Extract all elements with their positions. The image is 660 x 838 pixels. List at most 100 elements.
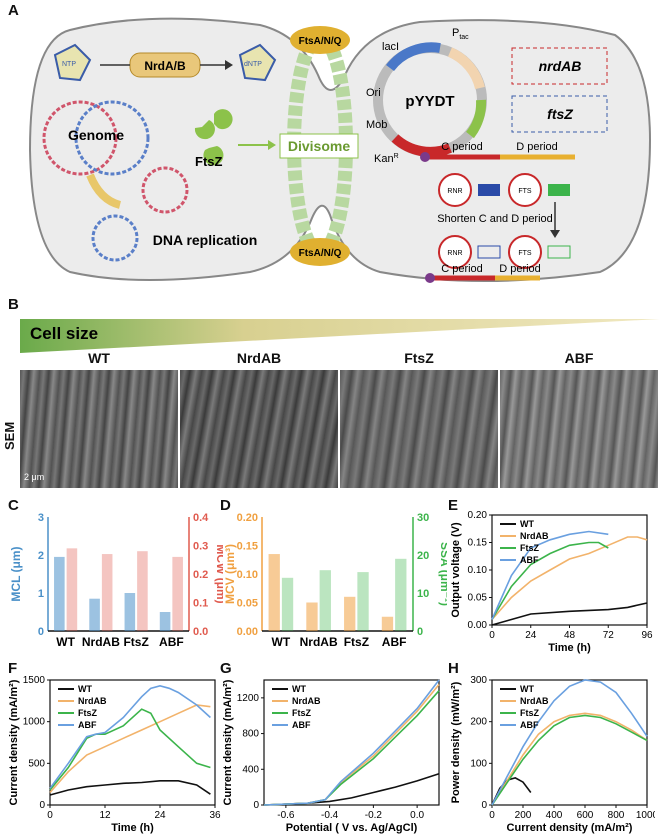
dntp-label: dNTP [244,61,262,68]
bar-mcw-nrdab [101,554,113,631]
panel-letter-c: C [8,497,19,514]
bar-mcl-nrdab [89,598,100,631]
series-line-ftsz [49,708,211,791]
legend-label-nrdab: NrdAB [292,696,321,706]
genome-label: Genome [68,127,124,143]
divisome-label-box [279,133,359,159]
rnr-battery [478,184,500,196]
y-label-right: MCW (μm) [214,544,223,603]
bar-ssa-wt [281,577,294,631]
x-tick-label: 24 [154,810,166,821]
legend-label-nrdab: NrdAB [78,696,107,706]
y-tick-label: 1500 [23,675,46,686]
divisome-label: Divisome [288,138,350,154]
ftsz-label: FtsZ [195,154,223,169]
legend-label-ftsz: FtsZ [520,708,540,718]
x-tick-label: -0.4 [321,810,339,821]
legend-label-abf: ABF [78,720,97,730]
panel-letter-e: E [448,497,459,514]
period-start-dot-2 [425,273,435,283]
bar-ssa-abf [395,558,407,631]
laci-label: lacI [382,41,399,53]
ntp-molecule [53,43,92,82]
mob-label: Mob [366,119,387,131]
fts-battery [548,184,570,196]
gene2-box [511,95,608,133]
panel-letter-a: A [8,2,19,19]
y-tick-left: 2 [38,550,44,562]
x-tick-label: 96 [641,630,653,641]
y-tick-label: 0.10 [468,565,488,576]
legend-label-wt: WT [78,684,92,694]
y-axis-label: Output voltage (V) [450,522,462,618]
sem-side-label: SEM [2,421,17,450]
ori-label: Ori [366,87,381,99]
series-line-ftsz [491,541,609,620]
legend-label-wt: WT [292,684,306,694]
fts-label-2: FTS [518,250,532,257]
legend-label-wt: WT [520,684,534,694]
plasmid-laci [386,42,441,72]
x-axis-label: Current density (mA/m²) [507,822,633,834]
nrd-arrow-head [225,60,233,70]
x-tick-label: 48 [564,630,576,641]
rnr-gauge [438,173,472,207]
panel-letter-f: F [8,660,18,677]
sem-image-nrdab [180,370,338,488]
bar-mcv-abf [381,616,394,631]
series-line-nrdab [491,536,648,621]
bar-mcl-wt [54,556,65,631]
daughter-genome-2 [91,214,139,262]
x-tick-label: 72 [603,630,615,641]
y-tick-right: 0.2 [193,569,208,581]
x-tick-nrdab: NrdAB [300,635,338,649]
series-line-abf [491,679,648,806]
d-period-label: D period [516,141,558,153]
genome-circle-2 [74,100,150,176]
y-tick-label: 400 [242,764,259,775]
plasmid-ftsz-seg [465,99,487,139]
bar-mcl-ftsz [124,593,136,631]
y-label-left: MCV (μm³) [223,544,237,604]
legend-label-nrdab: NrdAB [520,696,549,706]
sem-label-nrdab: NrdAB [236,350,282,366]
y-tick-left: 0.05 [237,598,258,610]
plot-frame [491,679,648,806]
dntp-molecule [238,43,277,82]
y-tick-left: 0.10 [237,569,258,581]
y-tick-label: 0.00 [468,620,488,631]
y-tick-label: 0.15 [468,538,488,549]
fts-top-label: FtsA/N/Q [299,36,342,47]
d-period-label-2: D period [499,263,541,275]
fts-label: FTS [518,188,532,195]
y-tick-right: 0.3 [193,541,208,553]
series-line-nrdab [263,683,440,806]
shorten-arrow-head [550,230,560,238]
legend-label-ftsz: FtsZ [292,708,312,718]
x-tick-label: 12 [99,810,111,821]
sem-image-ftsz [340,370,498,488]
gene2-label: ftsZ [547,106,573,122]
fts-battery-2 [547,245,571,259]
x-tick-label: 200 [515,810,532,821]
y-tick-label: 100 [470,758,487,769]
series-line-ftsz [263,690,440,806]
replication-arrow [86,173,122,209]
y-label-right: SSA (μm⁻¹) [438,542,447,606]
series-line-wt [491,602,648,626]
y-label-left: MCL (μm) [9,546,23,601]
x-tick-label: 0 [489,810,495,821]
bar-ssa-nrdab [319,570,331,631]
sem-label-abf: ABF [564,350,594,366]
y-tick-label: 1200 [237,693,260,704]
y-tick-label: 300 [470,675,487,686]
rnr-battery-2 [477,245,501,259]
x-tick-abf: ABF [382,635,407,649]
bar-mcw-ftsz [137,551,148,631]
legend-label-ftsz: FtsZ [520,543,540,553]
y-tick-left: 0.20 [237,512,258,524]
legend-label-abf: ABF [520,720,539,730]
y-tick-label: 0 [39,800,45,811]
